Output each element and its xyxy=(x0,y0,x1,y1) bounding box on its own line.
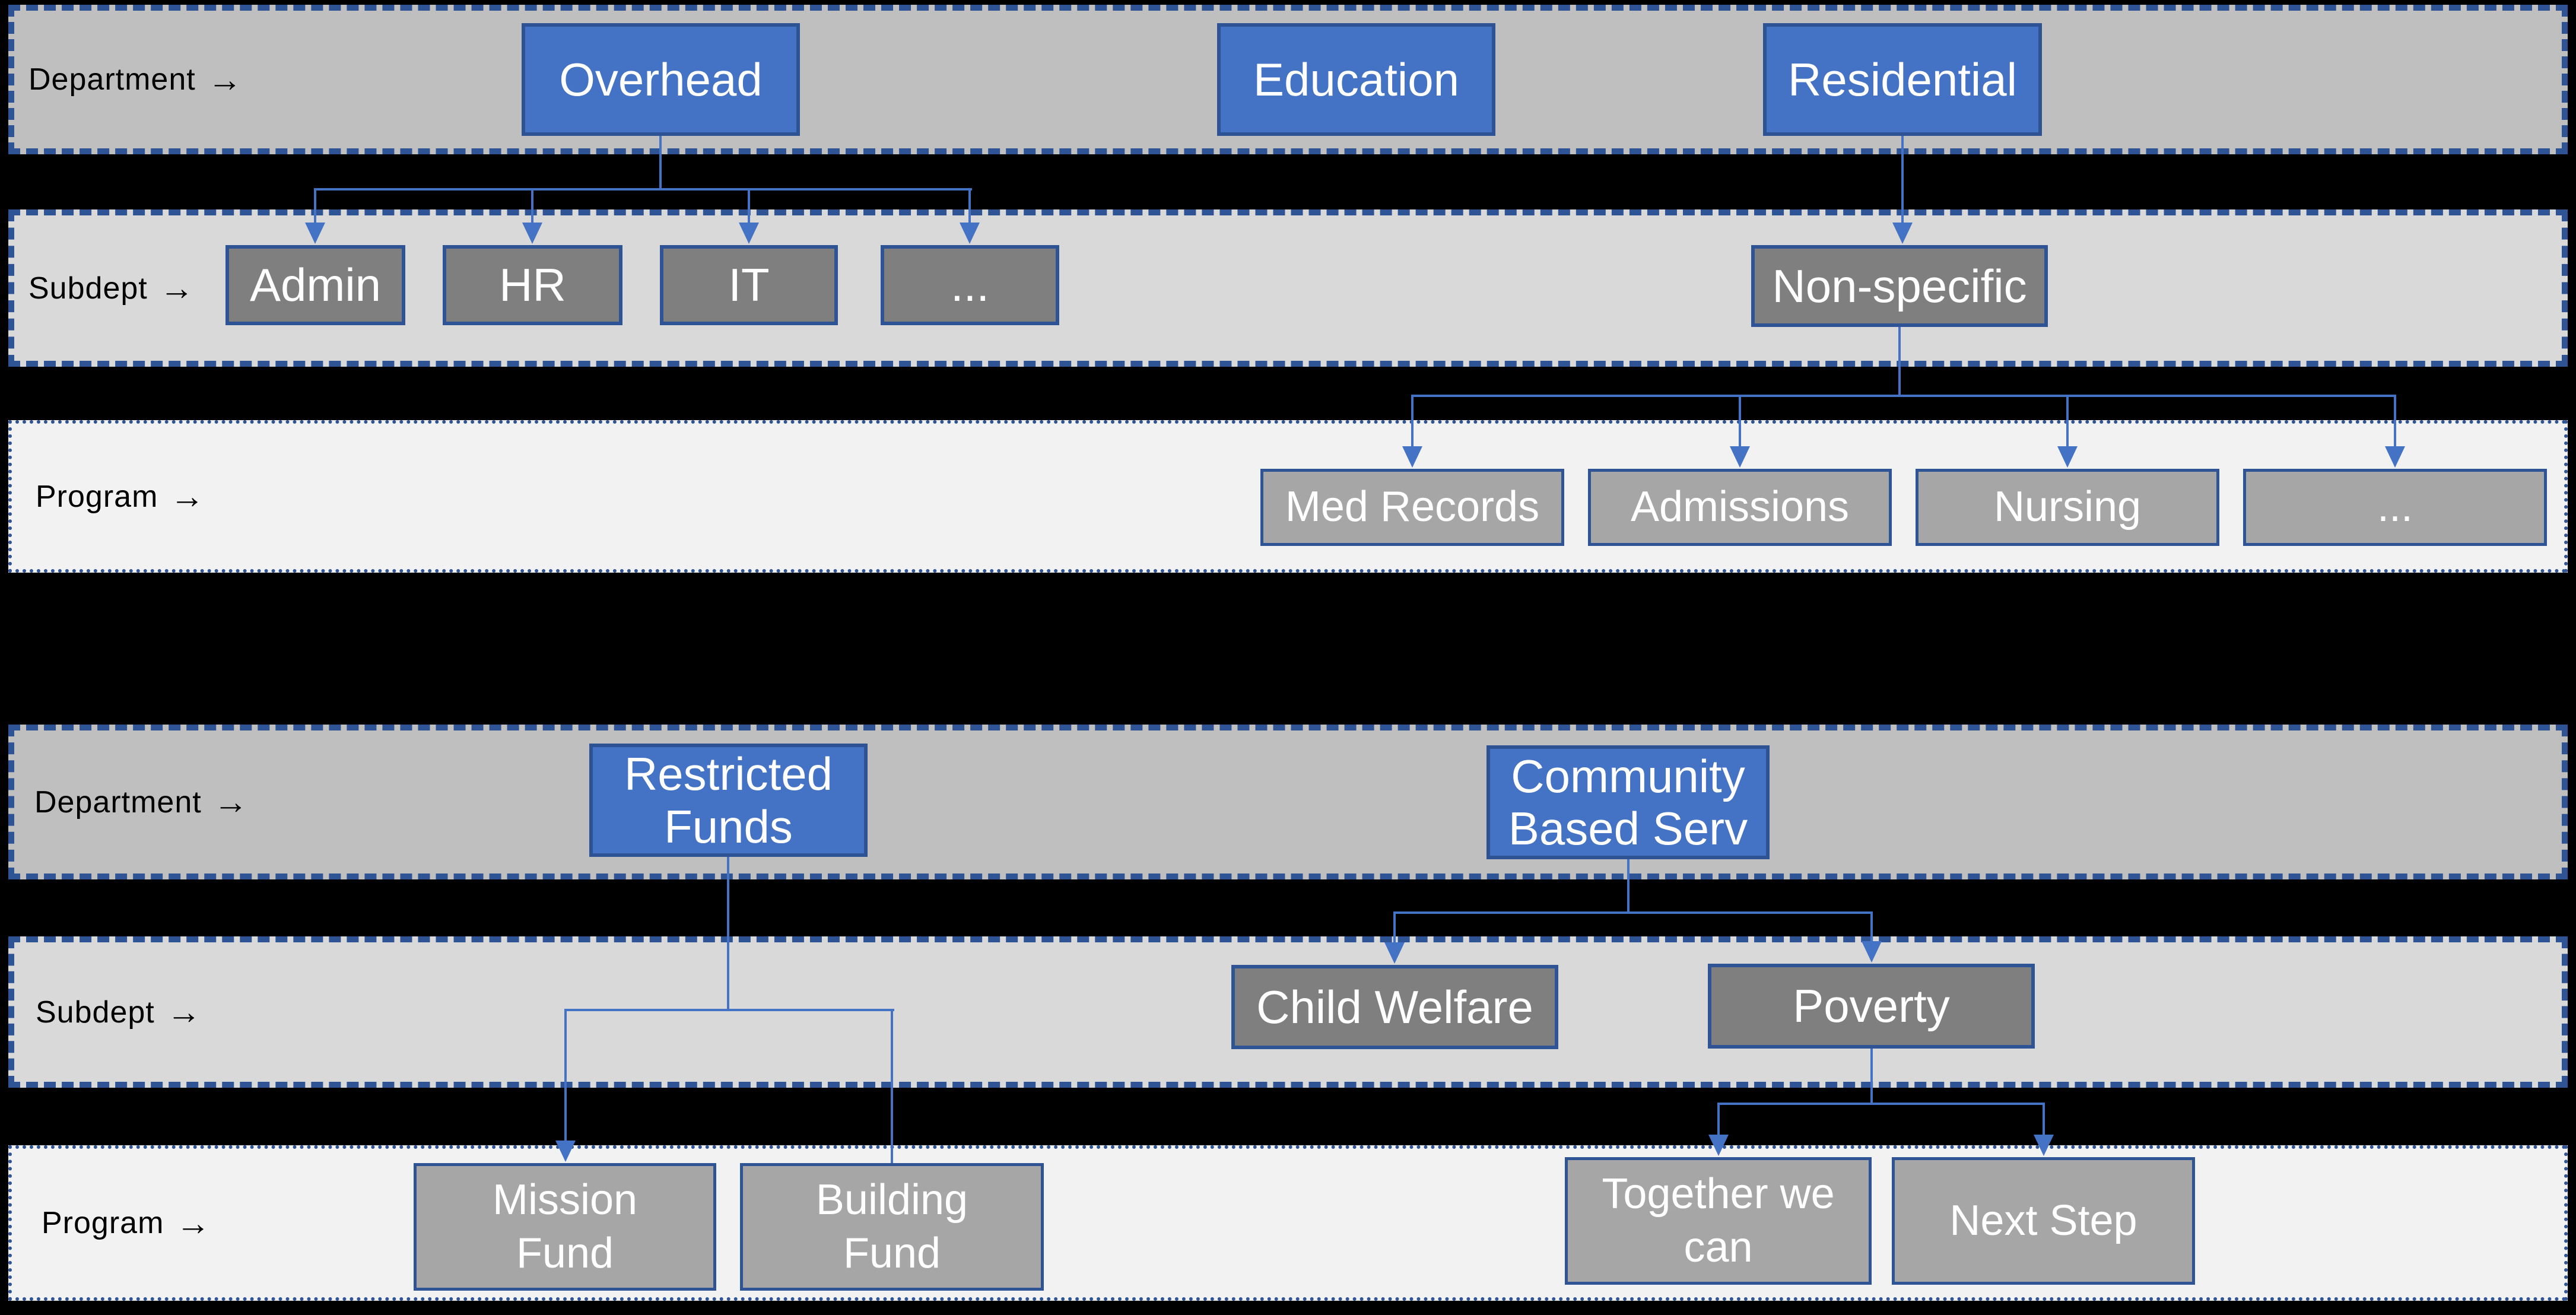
connector-residential-nonspecific-line xyxy=(1901,136,1904,225)
connector-nonspecific-children-line xyxy=(2066,395,2069,448)
band-label-text: Department xyxy=(34,784,202,820)
connector-cbs-children-arrowhead-icon xyxy=(1384,942,1405,964)
connector-cbs-children-line xyxy=(1627,858,1630,914)
connector-overhead-children-line xyxy=(968,188,971,225)
connector-restrictedfunds-children-line xyxy=(727,857,729,1011)
node-subdept-more[interactable]: ... xyxy=(881,245,1059,325)
node-hr[interactable]: HR xyxy=(443,245,622,325)
node-mission-fund[interactable]: Mission Fund xyxy=(414,1163,716,1291)
node-nursing[interactable]: Nursing xyxy=(1916,469,2219,546)
band-label: Program → xyxy=(12,477,205,516)
right-arrow-icon: → xyxy=(159,269,195,307)
node-overhead[interactable]: Overhead xyxy=(522,23,800,136)
band-label: Department → xyxy=(14,60,243,100)
band-label: Subdept → xyxy=(14,268,195,308)
connector-overhead-children-arrowhead-icon xyxy=(960,223,980,244)
node-together-we-can[interactable]: Together we can xyxy=(1565,1157,1872,1285)
connector-poverty-children-line xyxy=(2043,1103,2045,1136)
connector-nonspecific-children-line xyxy=(1411,395,1414,448)
node-community-based-serv[interactable]: Community Based Serv xyxy=(1486,745,1770,859)
band-label-text: Program xyxy=(42,1206,164,1240)
connector-overhead-children-arrowhead-icon xyxy=(739,223,759,244)
connector-nonspecific-children-arrowhead-icon xyxy=(1730,446,1750,468)
node-building-fund[interactable]: Building Fund xyxy=(740,1163,1044,1291)
band-label: Department → xyxy=(14,782,249,822)
connector-restrictedfunds-children-line xyxy=(564,1009,567,1142)
right-arrow-icon: → xyxy=(176,1203,211,1243)
connector-poverty-children-line xyxy=(1719,1103,2045,1105)
band-label: Program → xyxy=(12,1203,211,1243)
connector-nonspecific-children-line xyxy=(2394,395,2396,448)
connector-poverty-children-arrowhead-icon xyxy=(1708,1135,1729,1156)
connector-overhead-children-line xyxy=(314,188,316,225)
connector-poverty-children-line xyxy=(1717,1103,1720,1136)
node-admissions[interactable]: Admissions xyxy=(1588,469,1892,546)
connector-poverty-children-arrowhead-icon xyxy=(2034,1135,2054,1156)
right-arrow-icon: → xyxy=(166,993,202,1031)
right-arrow-icon: → xyxy=(213,783,249,821)
right-arrow-icon: → xyxy=(170,477,205,516)
band-department-2[interactable]: Department → xyxy=(8,725,2568,879)
connector-cbs-children-line xyxy=(1395,911,1873,914)
connector-cbs-children-line xyxy=(1870,911,1873,942)
node-med-records[interactable]: Med Records xyxy=(1260,469,1564,546)
connector-cbs-children-line xyxy=(1393,911,1396,944)
node-restricted-funds[interactable]: Restricted Funds xyxy=(589,744,868,857)
band-label-text: Subdept xyxy=(28,271,148,306)
connector-overhead-children-line xyxy=(659,136,662,190)
connector-nonspecific-children-line xyxy=(1739,395,1741,448)
band-label-text: Subdept xyxy=(36,995,155,1030)
node-program-more[interactable]: ... xyxy=(2243,469,2547,546)
node-poverty[interactable]: Poverty xyxy=(1708,964,2035,1049)
connector-restrictedfunds-children-line xyxy=(566,1009,894,1011)
connector-poverty-children-line xyxy=(1870,1049,1873,1105)
node-non-specific[interactable]: Non-specific xyxy=(1751,245,2048,327)
connector-overhead-children-line xyxy=(531,188,533,225)
band-label-text: Program xyxy=(36,479,158,514)
connector-overhead-children-arrowhead-icon xyxy=(305,223,325,244)
connector-nonspecific-children-arrowhead-icon xyxy=(2385,446,2405,468)
connector-cbs-children-arrowhead-icon xyxy=(1862,941,1882,963)
node-child-welfare[interactable]: Child Welfare xyxy=(1231,965,1558,1049)
node-residential[interactable]: Residential xyxy=(1763,23,2042,136)
band-label-text: Department xyxy=(28,62,196,97)
connector-nonspecific-children-line xyxy=(1898,327,1901,397)
band-subdept-1[interactable]: Subdept → xyxy=(8,209,2568,367)
node-next-step[interactable]: Next Step xyxy=(1892,1157,2195,1285)
connector-overhead-children-line xyxy=(748,188,750,225)
connector-residential-nonspecific-arrowhead-icon xyxy=(1892,223,1913,244)
right-arrow-icon: → xyxy=(207,60,243,99)
connector-overhead-children-line xyxy=(315,188,972,190)
node-it[interactable]: IT xyxy=(660,245,838,325)
connector-overhead-children-arrowhead-icon xyxy=(522,223,542,244)
connector-restrictedfunds-children-line xyxy=(891,1009,893,1163)
connector-nonspecific-children-arrowhead-icon xyxy=(2057,446,2078,468)
connector-nonspecific-children-arrowhead-icon xyxy=(1402,446,1422,468)
connector-restrictedfunds-children-arrowhead-icon xyxy=(555,1141,576,1162)
node-admin[interactable]: Admin xyxy=(225,245,405,325)
band-label: Subdept → xyxy=(14,992,202,1032)
node-education[interactable]: Education xyxy=(1217,23,1495,136)
connector-nonspecific-children-line xyxy=(1412,395,2396,397)
